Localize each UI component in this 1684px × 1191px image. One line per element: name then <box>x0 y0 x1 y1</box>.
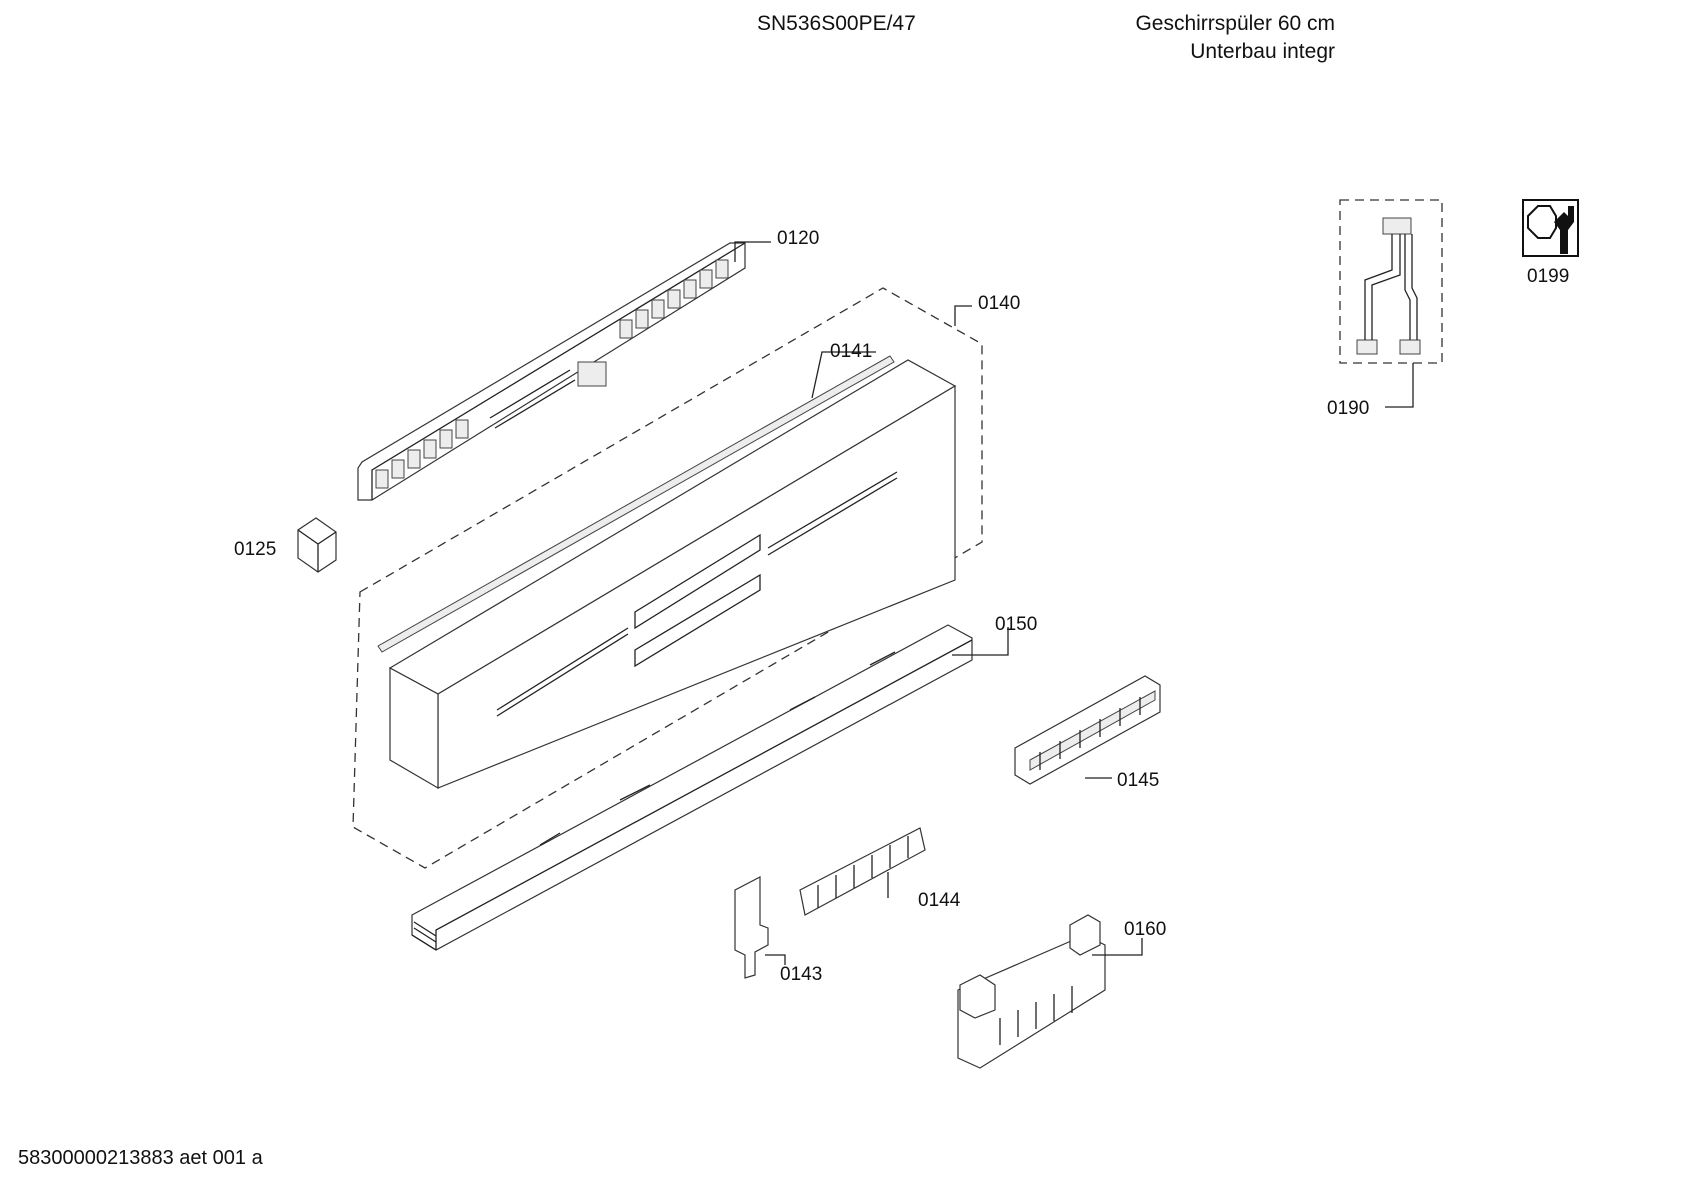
callout-0140: 0140 <box>978 293 1020 314</box>
callout-0144: 0144 <box>918 890 961 911</box>
callout-0120: 0120 <box>777 228 819 249</box>
callout-0199: 0199 <box>1527 266 1569 287</box>
leader-0150 <box>952 627 1009 656</box>
callout-0143: 0143 <box>780 964 822 985</box>
wrench-nut-icon <box>1522 199 1579 257</box>
leader-0141 <box>811 351 876 399</box>
part-lower-rail-0150[interactable] <box>411 624 973 951</box>
callout-0190: 0190 <box>1327 398 1369 419</box>
part-light-guide-0143[interactable] <box>734 876 769 979</box>
part-control-board-0120[interactable] <box>357 242 746 501</box>
callout-0125: 0125 <box>234 539 276 560</box>
model-number: SN536S00PE/47 <box>757 12 916 35</box>
part-button-strip-0144[interactable] <box>799 827 926 916</box>
callout-0150: 0150 <box>995 614 1037 635</box>
document-number: 58300000213883 aet 001 a <box>18 1147 263 1169</box>
callout-0145: 0145 <box>1117 770 1159 791</box>
leader-0143 <box>765 954 786 965</box>
leader-0120 <box>734 241 771 262</box>
part-fascia-panel[interactable] <box>388 359 957 790</box>
leader-0190 <box>1385 363 1414 408</box>
appliance-description: Geschirrspüler 60 cm <box>1135 12 1335 35</box>
callout-0160: 0160 <box>1124 919 1166 940</box>
part-wiring-harness-0190[interactable] <box>1356 217 1421 355</box>
part-connector-0160[interactable] <box>957 914 1106 1069</box>
callout-0141: 0141 <box>830 341 872 362</box>
leader-0160 <box>1092 938 1143 956</box>
leader-0140 <box>954 305 972 326</box>
assembly-outline-0140 <box>352 287 983 869</box>
part-bracket-0125[interactable] <box>297 517 337 573</box>
part-trim-strip-0141[interactable] <box>377 355 895 653</box>
appliance-subtype: Unterbau integr <box>1190 40 1335 63</box>
part-key-carrier-0145[interactable] <box>1014 675 1161 785</box>
harness-frame-0190 <box>1339 199 1443 364</box>
